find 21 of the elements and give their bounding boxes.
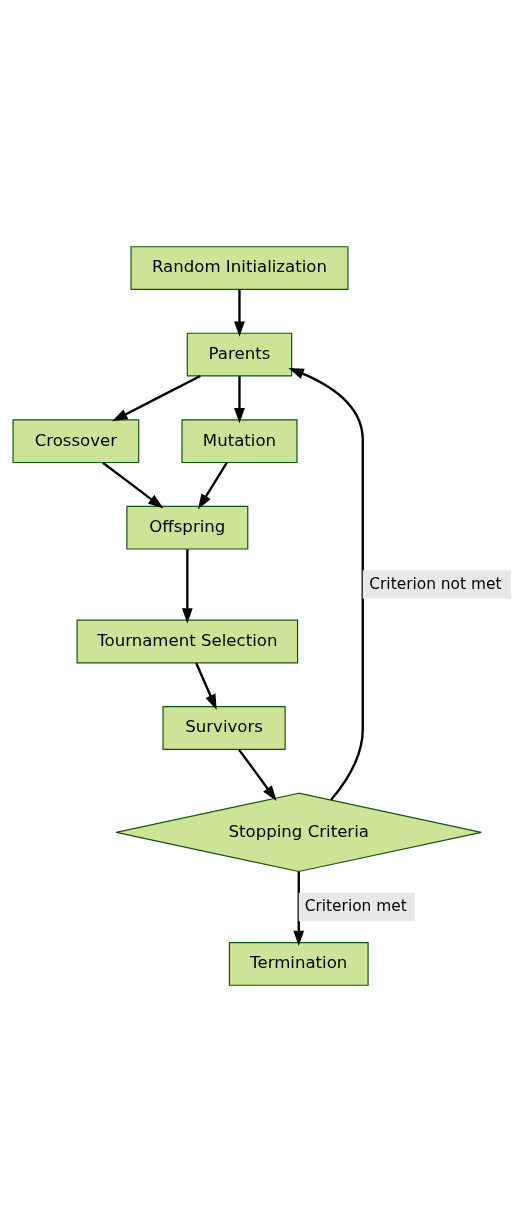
arrow (234, 376, 245, 424)
edge-label: Criterion not met (369, 574, 502, 593)
node-box: Parents (186, 332, 293, 377)
arrow (181, 549, 193, 624)
arrow (195, 662, 217, 710)
node-box: Random Initialization (130, 246, 349, 290)
arrow (293, 871, 305, 947)
node-box: Crossover (12, 419, 140, 464)
node-box: Offspring (126, 505, 249, 550)
arrow (197, 462, 228, 510)
arrow (288, 368, 364, 801)
node-box: Mutation (181, 419, 298, 464)
node-diamond: Stopping Criteria (115, 792, 482, 873)
arrow (234, 289, 245, 337)
node-box: Tournament Selection (76, 619, 299, 664)
node-box: Survivors (162, 706, 286, 750)
node-box: Termination (228, 942, 369, 986)
arrow (102, 461, 164, 509)
edge-label: Criterion met (304, 897, 407, 916)
arrow (112, 374, 201, 422)
arrow (238, 749, 277, 801)
